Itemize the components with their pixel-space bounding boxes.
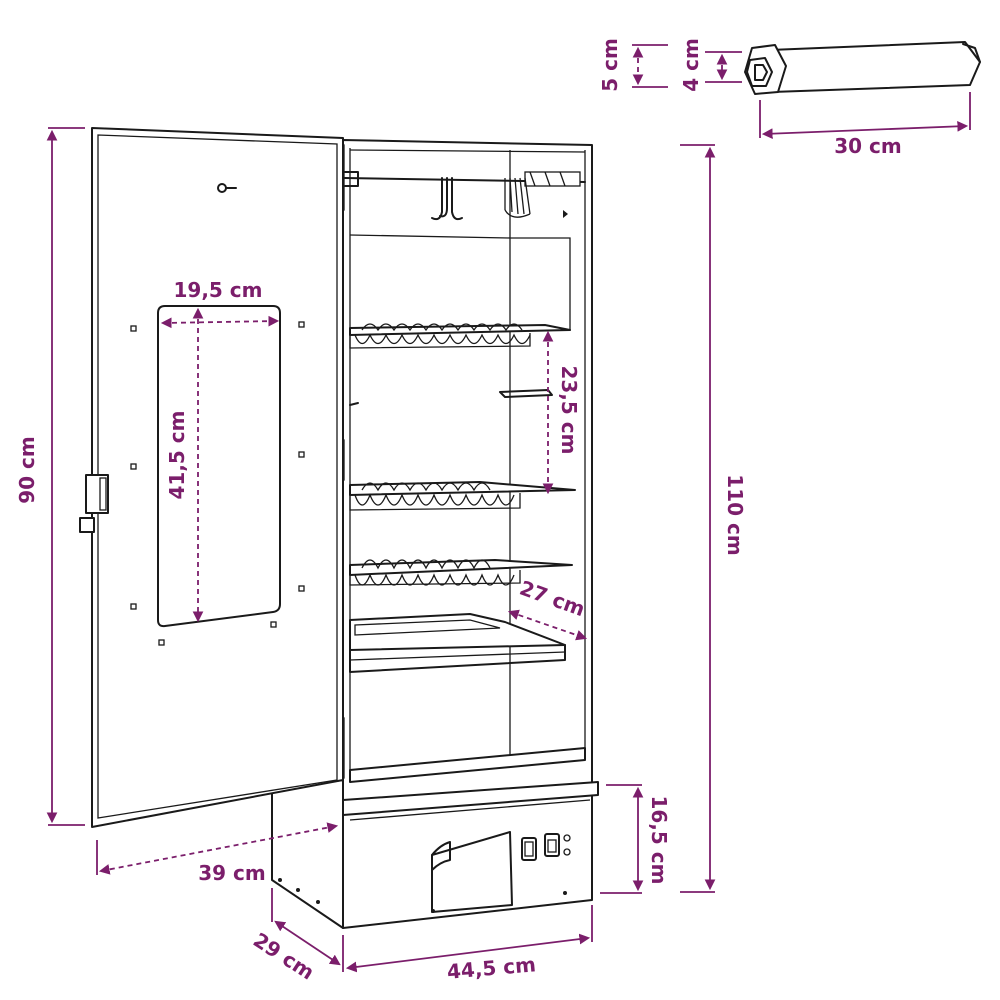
label-depth: 29 cm xyxy=(249,928,319,985)
wire-rack-1 xyxy=(349,323,571,349)
label-width: 44,5 cm xyxy=(446,952,537,984)
dim-total-height: 110 cm xyxy=(680,144,747,893)
label-tube-inner-height: 4 cm xyxy=(679,38,703,92)
dim-base-height: 16,5 cm xyxy=(600,784,671,894)
smoker-door xyxy=(79,127,344,828)
label-door-height: 90 cm xyxy=(15,436,39,504)
label-window-width: 19,5 cm xyxy=(173,278,262,302)
door-window xyxy=(157,305,281,628)
dim-door-height: 90 cm xyxy=(15,127,85,826)
label-rack-spacing: 23,5 cm xyxy=(557,365,581,454)
label-total-height: 110 cm xyxy=(723,474,747,555)
power-switch xyxy=(521,837,537,861)
door-thermometer-knob xyxy=(217,183,227,193)
smoker-cabinet xyxy=(271,139,599,929)
smoke-tube xyxy=(744,41,981,95)
label-base-height: 16,5 cm xyxy=(647,795,671,884)
dim-window-height: 41,5 cm xyxy=(165,307,204,623)
wire-rack-2 xyxy=(349,481,576,511)
dim-tube-outer-height: 5 cm xyxy=(598,38,668,92)
door-latch xyxy=(79,474,109,533)
base-ledge xyxy=(342,781,599,816)
label-door-width: 39 cm xyxy=(198,861,266,885)
door-screws xyxy=(130,321,305,646)
dim-door-width: 39 cm xyxy=(96,822,339,885)
dimensions: 90 cm 110 cm 19,5 cm 41,5 cm 23,5 cm 27 … xyxy=(15,38,971,985)
heat-switch xyxy=(544,833,560,857)
label-tube-length: 30 cm xyxy=(834,134,902,158)
dim-tube-inner-height: 4 cm xyxy=(679,38,742,92)
wire-rack-3 xyxy=(349,559,573,586)
dim-tube-length: 30 cm xyxy=(759,92,971,158)
dim-rack-spacing: 23,5 cm xyxy=(542,330,581,495)
label-tube-outer-height: 5 cm xyxy=(598,38,622,92)
label-window-height: 41,5 cm xyxy=(165,410,189,499)
dim-window-width: 19,5 cm xyxy=(160,278,280,329)
cabinet-left-side xyxy=(271,779,344,929)
meat-hooks xyxy=(431,177,531,221)
ash-drawer xyxy=(431,831,513,913)
